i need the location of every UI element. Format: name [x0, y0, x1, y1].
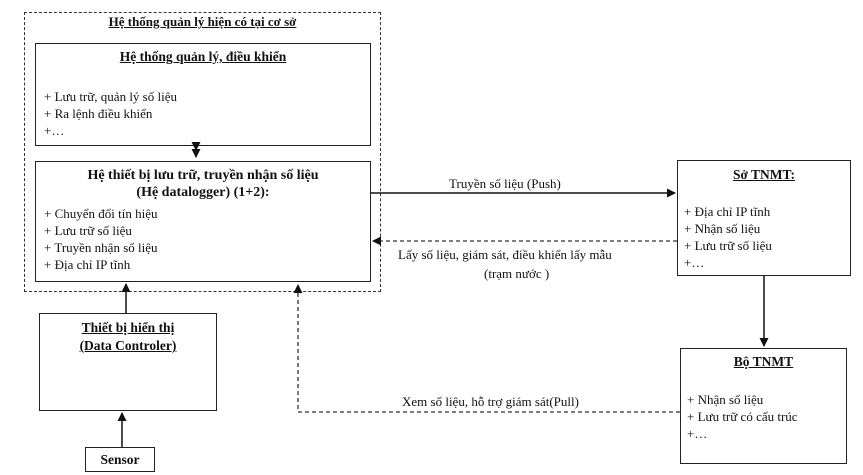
list-item: + Địa chỉ IP tĩnh: [684, 204, 771, 219]
list-item: + Nhận số liệu: [684, 221, 761, 236]
management-system-title: Hệ thống quản lý, điều khiển: [119, 49, 287, 64]
so-tnmt-box: [677, 160, 851, 276]
so-tnmt-list: + Địa chỉ IP tĩnh + Nhận số liệu + Lưu t…: [684, 203, 772, 271]
display-device-title-line2: (Data Controler): [79, 338, 177, 353]
pull-arrow: [293, 284, 680, 413]
datalogger-list: + Chuyển đổi tín hiệu + Lưu trữ số liệu …: [44, 205, 158, 273]
list-item: + Ra lệnh điều khiển: [44, 106, 153, 121]
list-item: + Chuyển đổi tín hiệu: [44, 206, 158, 221]
datalogger-title-line1: Hệ thiết bị lưu trữ, truyền nhận số liệu: [87, 168, 319, 183]
list-item: + Lưu trữ, quản lý số liệu: [44, 89, 177, 104]
list-item: +…: [684, 255, 705, 270]
bo-tnmt-box: [680, 348, 847, 464]
display-device-box: [39, 313, 217, 411]
management-system-list: + Lưu trữ, quản lý số liệu + Ra lệnh điề…: [44, 88, 177, 139]
list-item: + Truyền nhận số liệu: [44, 240, 158, 255]
outer-facility-title: Hệ thống quản lý hiện có tại cơ sở: [108, 14, 297, 29]
datalogger-title-line2: (Hệ datalogger) (1+2):: [136, 185, 270, 200]
control-label-line2: (trạm nước ): [484, 266, 550, 281]
outer-facility-system: [24, 12, 381, 292]
management-system-box: [35, 43, 371, 146]
list-item: +…: [44, 123, 65, 138]
list-item: + Địa chỉ IP tĩnh: [44, 257, 131, 272]
list-item: +…: [687, 426, 708, 441]
list-item: + Lưu trữ có cấu trúc: [687, 409, 798, 424]
sensor-label: Sensor: [100, 452, 140, 467]
list-item: + Nhận số liệu: [687, 392, 764, 407]
sensor-box: [85, 447, 155, 472]
bo-tnmt-list: + Nhận số liệu + Lưu trữ có cấu trúc +…: [687, 391, 798, 442]
so-tnmt-title: Sở TNMT:: [732, 167, 796, 182]
push-label: Truyền số liệu (Push): [449, 176, 561, 191]
list-item: + Lưu trữ số liệu: [44, 223, 132, 238]
bo-tnmt-title: Bộ TNMT: [733, 354, 794, 369]
control-label-line1: Lấy số liệu, giám sát, điều khiển lấy mẫ…: [398, 247, 612, 262]
datalogger-box: [35, 161, 371, 282]
pull-label: Xem số liệu, hỗ trợ giám sát(Pull): [402, 394, 579, 409]
list-item: + Lưu trữ số liệu: [684, 238, 772, 253]
display-device-title-line1: Thiết bị hiển thị: [81, 320, 175, 335]
